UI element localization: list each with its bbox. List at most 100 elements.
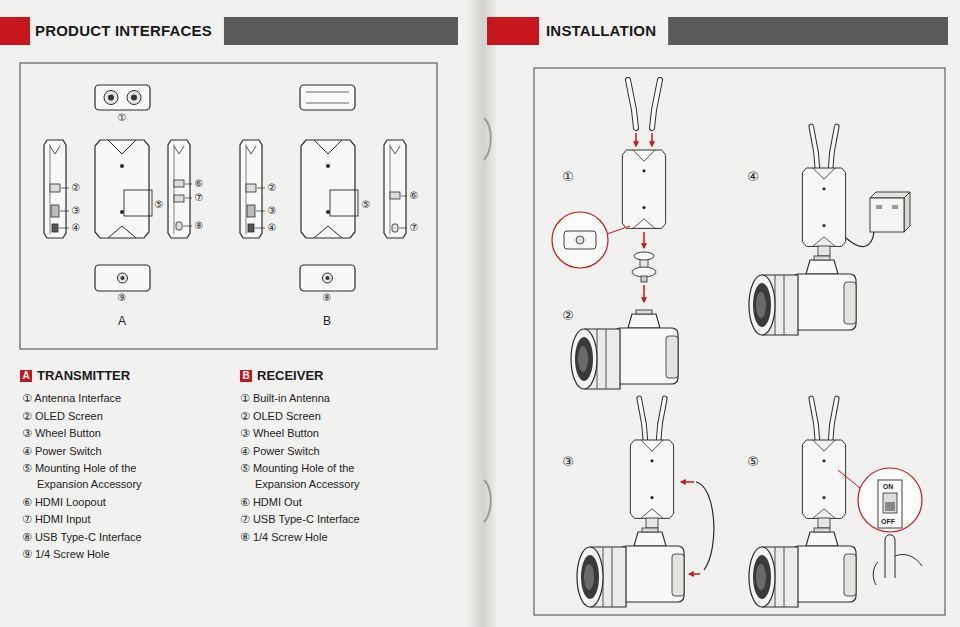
switch-label: OFF (881, 518, 895, 526)
step-number: ① (562, 170, 574, 185)
transmitter-views-part (95, 85, 150, 110)
callout-number: ⑥ (410, 190, 419, 202)
callout-number: ⑨ (118, 292, 127, 304)
receiver-views-part (399, 228, 407, 229)
receiver-views-part (257, 188, 265, 189)
step-3-illustration-part (646, 518, 658, 528)
step-number: ④ (747, 170, 759, 185)
step-5-illustration-part (878, 480, 902, 528)
callout-number: ⑤ (155, 199, 164, 211)
step-3-illustration (577, 398, 714, 607)
transmitter-views-part (59, 228, 69, 229)
transmitter-views-part (168, 140, 190, 238)
book-spine (466, 0, 498, 627)
step-4-illustration-part (749, 256, 856, 335)
transmitter-views-part (52, 224, 58, 232)
header-grey-bar (668, 17, 948, 45)
step-1-2-illustration-part (607, 226, 630, 234)
step-1-2-illustration-part (634, 252, 654, 260)
step-4-illustration-part (904, 192, 910, 232)
step-1-2-illustration-part (651, 133, 653, 146)
callout-number: ⑦ (195, 192, 204, 204)
transmitter-views-part (124, 190, 152, 216)
step-1-2-illustration-part (622, 150, 665, 228)
transmitter-views-part (183, 226, 192, 227)
step-1-2-illustration-part (641, 276, 647, 282)
view-letter: B (323, 315, 331, 329)
step-1-2-illustration-part (643, 285, 645, 302)
part-list-item: ② OLED Screen (22, 408, 172, 424)
page-heading: PRODUCT INTERFACES (35, 22, 212, 39)
part-list-item: ⑧ 1/4 Screw Hole (240, 529, 390, 545)
step-number: ② (562, 309, 574, 324)
step-5-illustration-part (838, 470, 860, 488)
transmitter-views-part (121, 276, 125, 280)
callout-number: ① (118, 112, 127, 124)
interfaces-frame (20, 63, 437, 349)
part-list-item: ③ Wheel Button (240, 425, 390, 441)
step-1-2-illustration-part (635, 133, 637, 146)
step-1-2-illustration-part (632, 267, 656, 277)
header-red-block (487, 17, 539, 45)
receiver-views-part (246, 184, 256, 192)
step-4-illustration (749, 126, 910, 335)
transmitter-views-part (104, 91, 118, 105)
part-list-item: ⑦ HDMI Input (22, 511, 172, 527)
receiver-views-part (247, 205, 255, 217)
step-1-2-illustration-part (643, 232, 645, 248)
part-list-item: ② OLED Screen (240, 408, 390, 424)
transmitter-views-part (95, 140, 149, 238)
step-1-2-illustration-part (576, 236, 584, 244)
callout-number: ⑦ (410, 222, 419, 234)
receiver-views-part (300, 265, 355, 291)
receiver-views-part (306, 92, 349, 93)
callout-number: ⑧ (323, 292, 332, 304)
section-letter: B (240, 370, 252, 382)
part-list-item: ④ Power Switch (240, 443, 390, 459)
step-5-illustration-part (885, 502, 895, 511)
step-1-2-illustration-part (628, 80, 660, 128)
receiver-views-part (392, 224, 398, 232)
transmitter-views-part (44, 140, 66, 238)
step-5-illustration-part (873, 535, 922, 585)
part-list-item: ⑤ Mounting Hole of the Expansion Accesso… (240, 460, 390, 492)
step-4-illustration-part (870, 192, 910, 198)
transmitter-views-part (127, 91, 141, 105)
receiver-views-part (306, 103, 349, 104)
step-1-2-illustration (552, 80, 678, 389)
section-heading: ATRANSMITTER (20, 368, 130, 383)
receiver-views-part (240, 140, 262, 238)
callout-number: ③ (268, 205, 277, 217)
receiver-views-part (384, 140, 406, 238)
step-3-illustration-part (630, 398, 673, 518)
part-list-item: ① Antenna Interface (22, 390, 172, 406)
step-4-illustration-part (870, 198, 904, 232)
page-heading: INSTALLATION (546, 22, 656, 39)
view-letter: A (118, 315, 126, 329)
receiver-views-part (248, 224, 254, 232)
section-heading: B RECEIVER (240, 368, 323, 383)
transmitter-views-part (95, 265, 150, 291)
step-4-illustration-part (846, 232, 874, 247)
transmitter-views-part (61, 188, 69, 189)
transmitter-views-part (174, 195, 184, 202)
part-list-item: ④ Power Switch (22, 443, 172, 459)
callout-number: ④ (268, 222, 277, 234)
step-5-illustration-part (818, 518, 830, 528)
step-4-illustration-part (818, 246, 830, 256)
callout-number: ⑤ (362, 199, 371, 211)
receiver-views-part (323, 273, 333, 283)
part-list-item: ⑨ 1/4 Screw Hole (22, 546, 172, 562)
transmitter-views-part (176, 222, 182, 230)
binding-thread (484, 118, 491, 522)
transmitter-views-part (51, 205, 59, 217)
section-title: RECEIVER (257, 368, 323, 383)
transmitter-views-part (185, 184, 192, 185)
step-5-illustration-part (802, 398, 845, 518)
transmitter-views (44, 85, 192, 291)
step-1-2-illustration-part (564, 231, 596, 249)
part-list-item: ⑦ USB Type-C Interface (240, 511, 390, 527)
header-grey-bar (224, 17, 458, 45)
part-list-item: ⑥ HDMI Loopout (22, 494, 172, 510)
